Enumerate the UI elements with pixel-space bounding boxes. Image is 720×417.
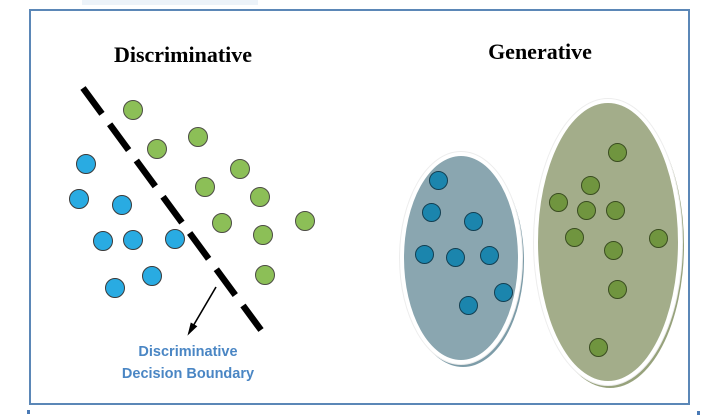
decision-boundary-label-line2: Decision Boundary — [121, 366, 255, 382]
bottom-right-tick-mark — [697, 411, 700, 415]
discriminative-title: Discriminative — [113, 42, 253, 67]
boundary-pointer-arrowhead-icon — [187, 322, 198, 336]
diagram-frame — [29, 9, 690, 405]
generative-title: Generative — [488, 39, 592, 64]
bottom-left-tick-mark — [27, 410, 30, 414]
decision-boundary-label-line1: Discriminative — [138, 344, 238, 360]
decision-boundary-dashed-line — [80, 86, 264, 332]
decision-boundary-label: Discriminative Decision Boundary — [122, 341, 254, 385]
top-edge-strip — [82, 0, 258, 5]
